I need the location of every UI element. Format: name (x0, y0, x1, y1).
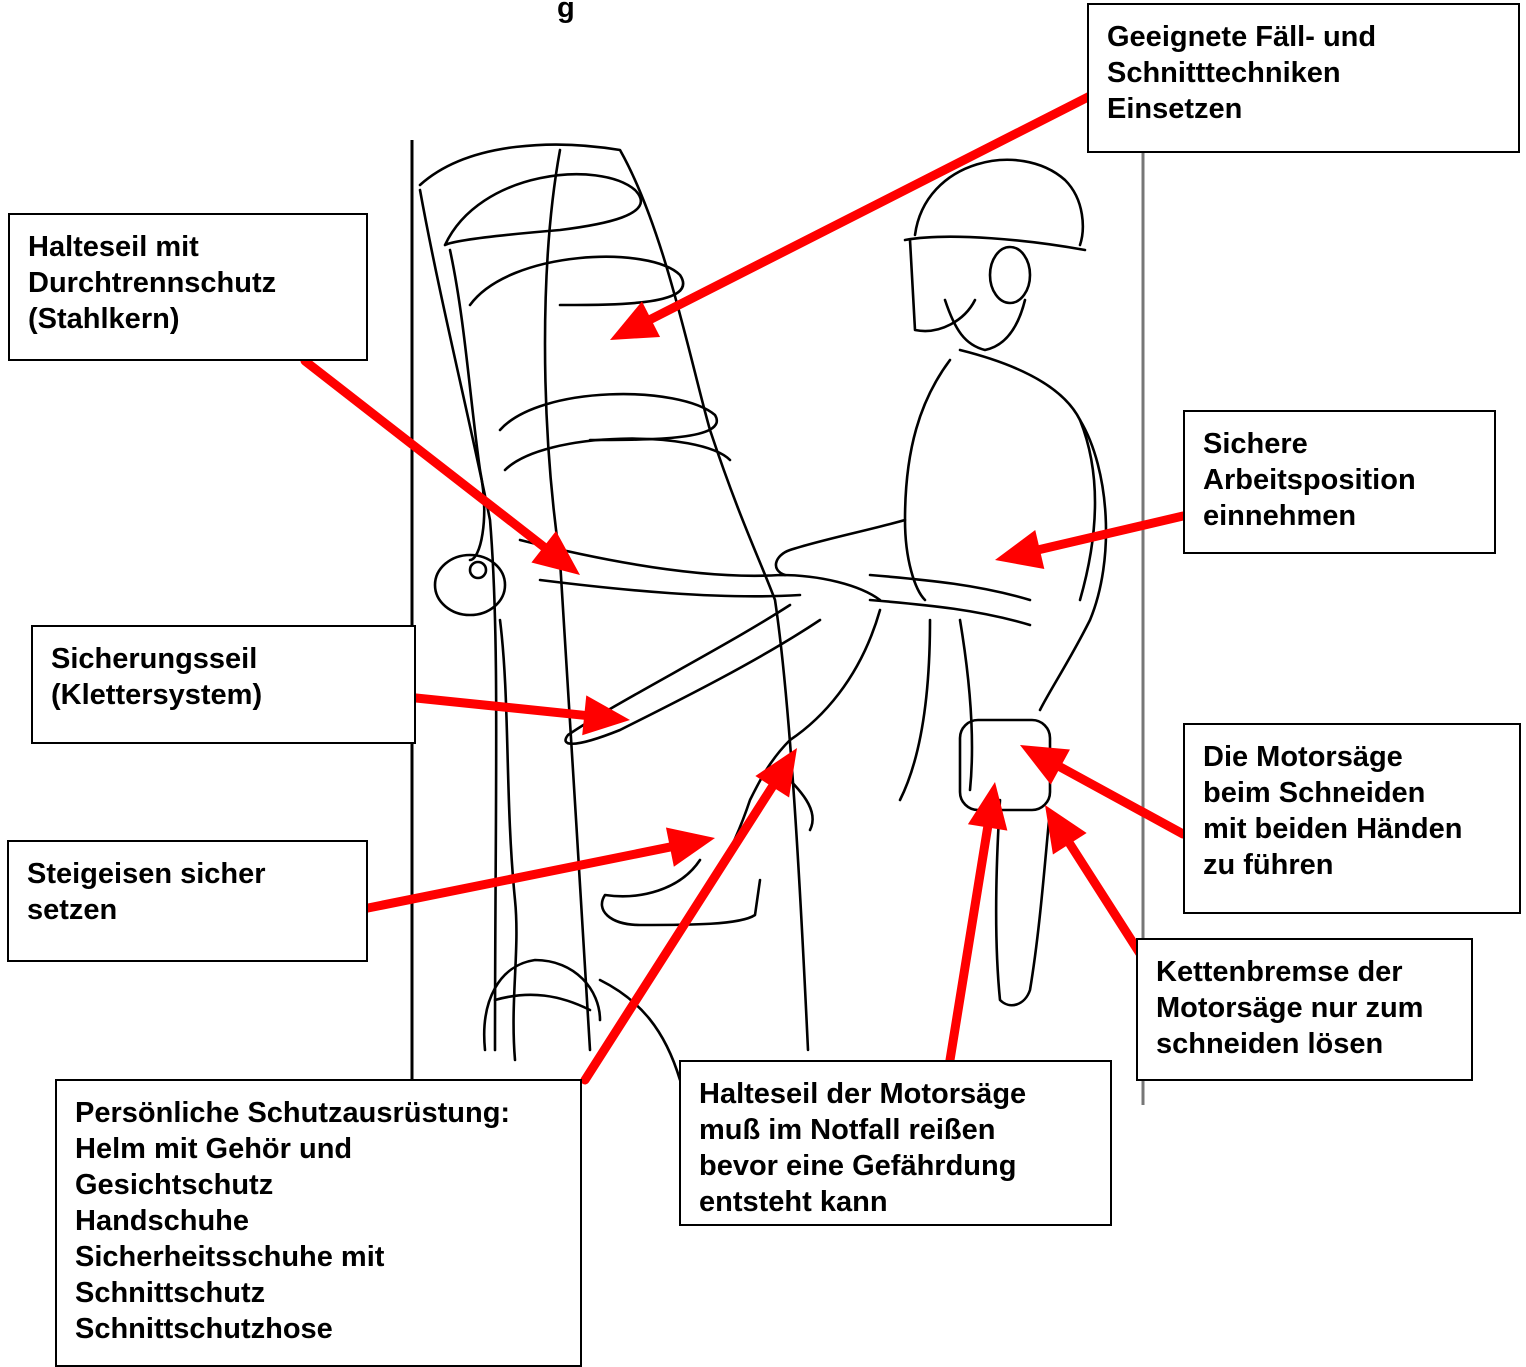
label-halteseil-motorsaege: Halteseil der Motorsäge muß im Notfall r… (679, 1060, 1112, 1226)
label-arbeitsposition: Sichere Arbeitsposition einnehmen (1183, 410, 1496, 554)
arrow-halteseil (305, 361, 580, 575)
ear-protection (990, 247, 1030, 303)
arrow-sicherungsseil-shaft (416, 698, 584, 715)
arrow-halteseil-motorsaege-head (968, 782, 1007, 831)
label-faell-schnitttechniken: Geeignete Fäll- und Schnitttechniken Ein… (1087, 3, 1520, 153)
arrow-steigeisen (368, 827, 715, 908)
label-halteseil: Halteseil mit Durchtrennschutz (Stahlker… (8, 213, 368, 361)
tree-trunk-left (420, 190, 496, 1050)
label-motorsaege-haende: Die Motorsäge beim Schneiden mit beiden … (1183, 723, 1521, 914)
belt (870, 575, 1030, 600)
visor (910, 240, 975, 331)
ground-worker (484, 960, 600, 1050)
label-kettenbremse: Kettenbremse der Motorsäge nur zum schne… (1136, 938, 1473, 1081)
label-psa: Persönliche Schutzausrüstung: Helm mit G… (55, 1079, 582, 1367)
arrow-arbeitsposition-head (995, 530, 1044, 569)
arrow-arbeitsposition-shaft (1040, 516, 1183, 550)
arrow-sicherungsseil (416, 695, 630, 735)
arrow-faell (610, 96, 1090, 340)
boot (602, 860, 760, 925)
arrow-motorsaege-haende-shaft (1060, 767, 1183, 834)
arrow-halteseil-motorsaege (950, 782, 1007, 1060)
arrow-psa (585, 748, 797, 1080)
arrow-motorsaege-haende (1020, 745, 1183, 834)
arrow-halteseil-shaft (305, 361, 544, 547)
arrow-steigeisen-head (666, 827, 715, 866)
arm-left (776, 520, 905, 575)
arrow-halteseil-motorsaege-shaft (950, 827, 988, 1060)
rope-loop (445, 174, 641, 245)
label-steigeisen: Steigeisen sicher setzen (7, 840, 368, 962)
chainsaw-bar (996, 800, 1050, 1005)
arrow-kettenbremse-head (1045, 805, 1087, 855)
arrow-faell-shaft (651, 96, 1090, 319)
arm-right (1040, 420, 1106, 710)
label-sicherungsseil: Sicherungsseil (Klettersystem) (31, 625, 416, 744)
